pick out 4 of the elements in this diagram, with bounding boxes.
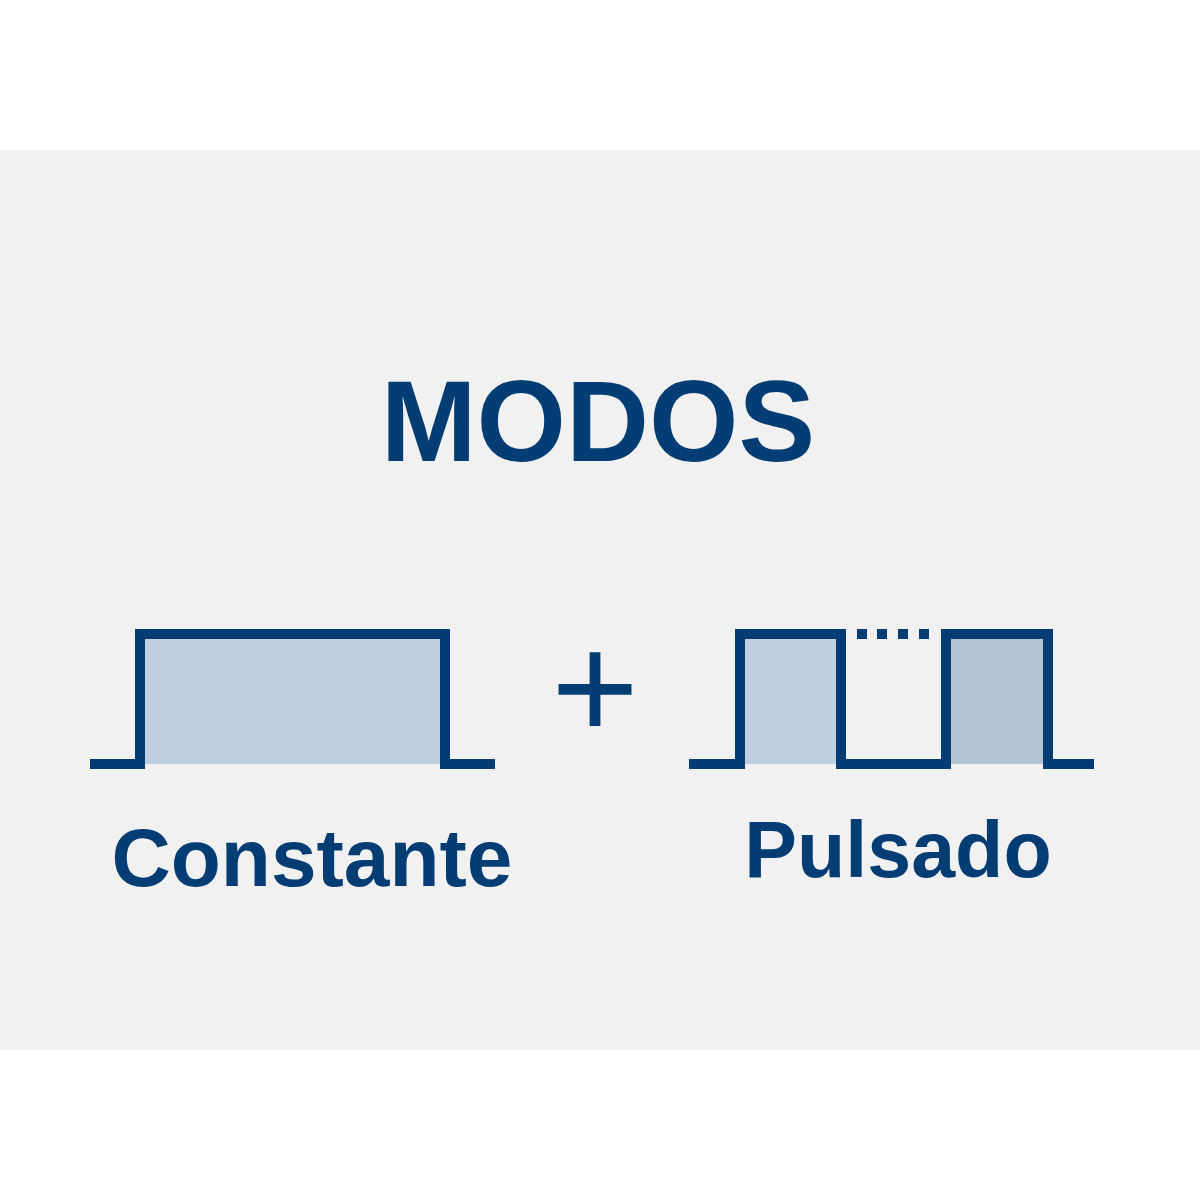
mode-label: Pulsado: [744, 810, 1052, 889]
title: MODOS: [380, 364, 816, 479]
plus-sign: +: [551, 612, 639, 762]
mode-label: Constante: [111, 817, 513, 899]
